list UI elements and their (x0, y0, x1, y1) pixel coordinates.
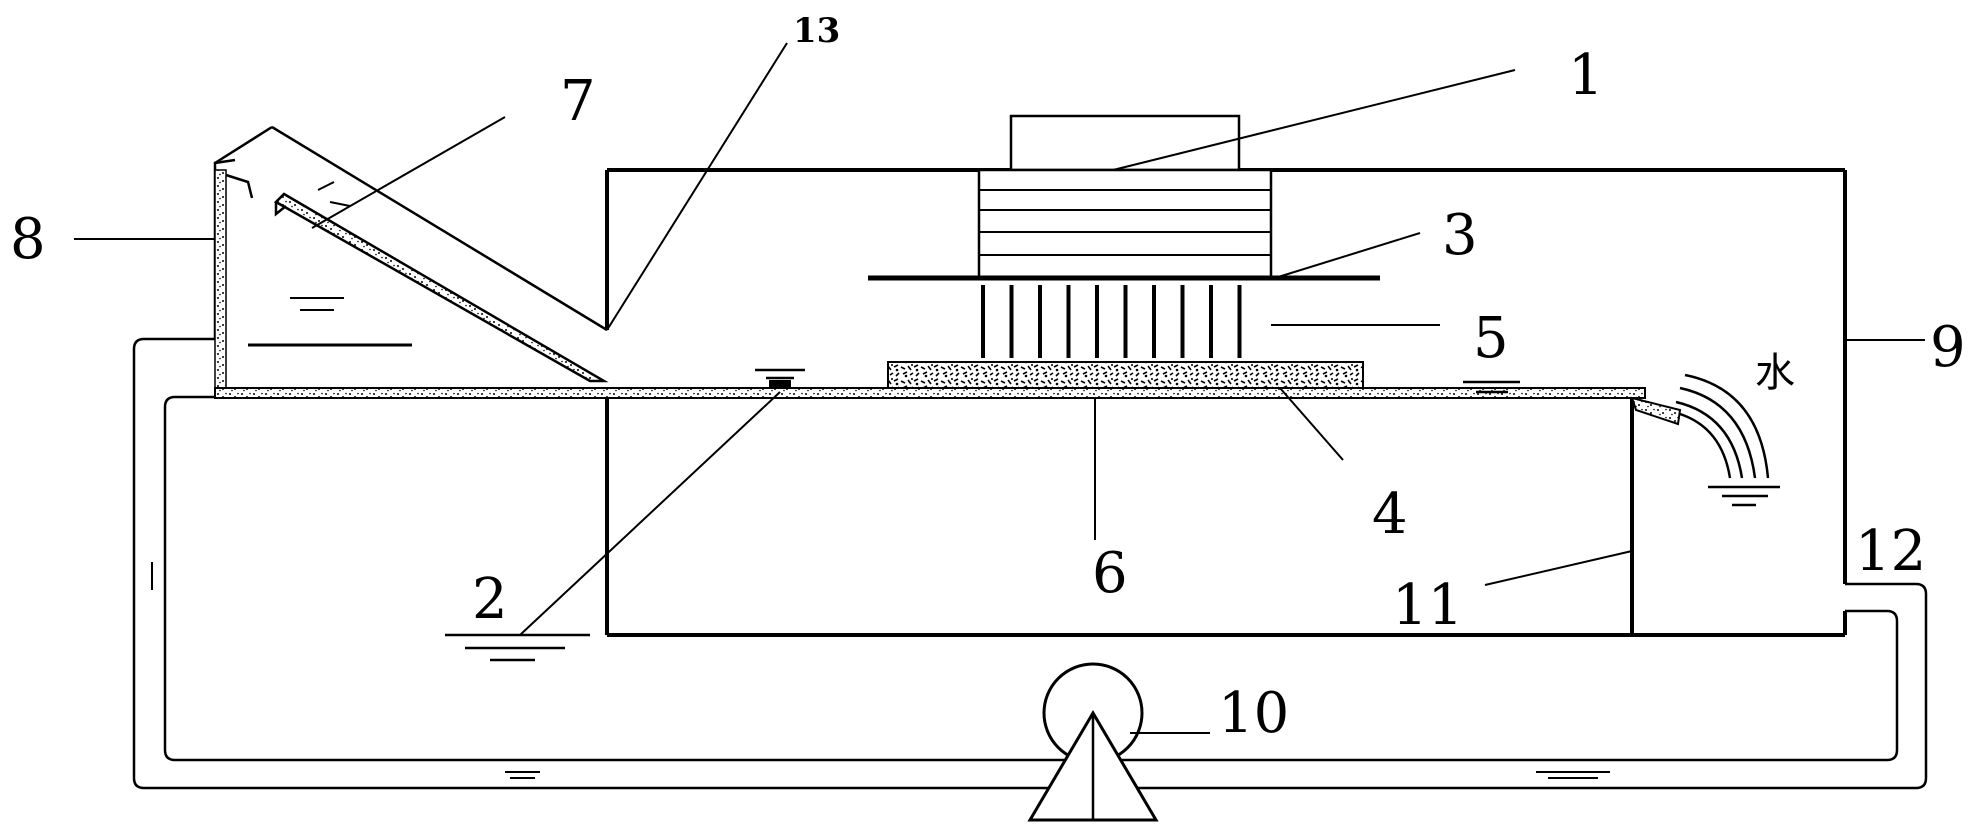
header-tank-lip (225, 173, 254, 199)
label-3: 3 (1442, 203, 1478, 268)
water-jet (1675, 373, 1770, 479)
rod-array (981, 285, 1242, 358)
label-10: 10 (1218, 681, 1289, 746)
pipe-flow-mark-right (1536, 771, 1610, 779)
label-4: 4 (1372, 482, 1408, 547)
return-pipe-inner (163, 395, 1899, 762)
water-level-symbol-outlet (1708, 485, 1780, 507)
label-7: 7 (560, 69, 596, 134)
water-level-symbol-right (1463, 380, 1520, 394)
water-level-symbol-bed (755, 368, 805, 380)
sensor-block (769, 380, 791, 389)
sample-layer (887, 361, 1364, 389)
inclined-chute (273, 192, 609, 383)
bed-floor (214, 387, 1646, 399)
label-1: 1 (1568, 43, 1604, 108)
label-13: 13 (793, 11, 840, 51)
label-5: 5 (1473, 306, 1509, 371)
chute-water-mark-1 (317, 181, 335, 191)
load-stack (977, 168, 1273, 280)
label-2: 2 (472, 567, 508, 632)
chute-end (274, 202, 287, 217)
header-tank-roof-slope (271, 125, 608, 332)
overflow-spout (1630, 396, 1682, 426)
label-11: 11 (1392, 573, 1463, 638)
label-9: 9 (1930, 315, 1966, 380)
label-water: 水 (1755, 350, 1795, 396)
label-6: 6 (1092, 541, 1128, 606)
return-pipe-outer (132, 337, 1928, 790)
load-cap (1009, 114, 1241, 172)
chute-water-mark-2 (329, 201, 351, 207)
header-tank-wall-fill (214, 169, 227, 389)
label-8: 8 (10, 207, 46, 272)
label-12: 12 (1855, 519, 1926, 584)
leader-lines (74, 42, 1925, 734)
water-level-symbol-ground (445, 633, 590, 662)
header-tank-roof (214, 125, 273, 165)
pipe-flow-mark-left (505, 771, 540, 779)
